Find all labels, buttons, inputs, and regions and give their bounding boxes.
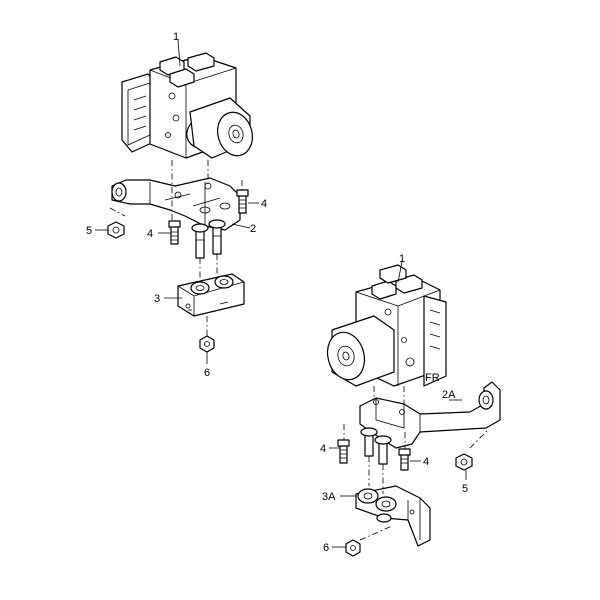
bottom-bolt-4b — [398, 448, 411, 471]
bottom-nut-5 — [455, 453, 473, 471]
label-top-2: 2 — [250, 223, 256, 235]
stamp-text: FR — [425, 372, 440, 384]
top-nut-5 — [107, 221, 125, 239]
top-mount-3 — [177, 273, 245, 317]
top-abs-unit — [121, 52, 253, 159]
bottom-mount-3a — [355, 485, 431, 547]
bottom-bolt-4a — [337, 439, 350, 464]
label-bot-4b: 4 — [423, 456, 429, 468]
bottom-bracket — [359, 381, 501, 449]
top-bolt-4b — [168, 220, 181, 245]
top-bolt-4a — [236, 189, 249, 214]
top-nut-6 — [199, 335, 215, 353]
bottom-center-lines — [343, 386, 489, 541]
label-top-5: 5 — [86, 225, 92, 237]
label-bot-1: 1 — [399, 253, 405, 265]
label-top-4a: 4 — [261, 198, 267, 210]
label-bot-6: 6 — [323, 542, 329, 554]
top-bracket — [111, 177, 241, 231]
label-bot-5: 5 — [462, 483, 468, 495]
label-top-4b: 4 — [147, 228, 153, 240]
top-leaders — [95, 39, 259, 364]
label-bot-4a: 4 — [320, 443, 326, 455]
bottom-nut-6 — [345, 539, 361, 557]
label-top-1: 1 — [173, 31, 179, 43]
bottom-leaders — [329, 261, 467, 548]
label-bot-2a: 2A — [442, 389, 456, 401]
label-top-3: 3 — [154, 293, 160, 305]
top-center-lines — [109, 160, 243, 336]
bottom-abs-unit — [326, 264, 447, 387]
label-bot-3a: 3A — [322, 491, 336, 503]
label-top-6: 6 — [204, 367, 210, 379]
